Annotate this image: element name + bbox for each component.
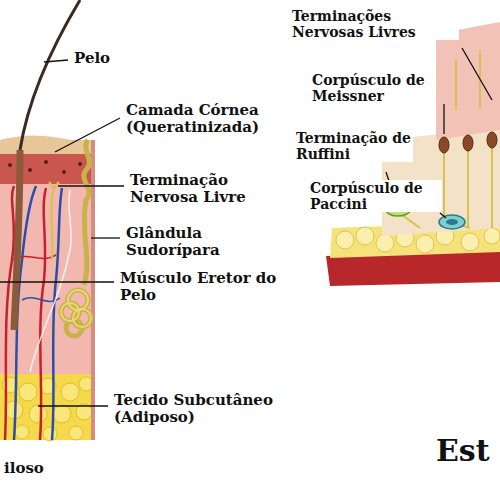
part-label: Pelo: [72, 50, 112, 67]
part-label: Terminação de Ruffini: [294, 130, 413, 162]
part-label: Camada Córnea (Queratinizada): [124, 102, 303, 137]
paccini-corpuscle: [439, 215, 465, 229]
part-label: iloso: [2, 460, 46, 477]
part-label: Corpúsculo de Paccini: [308, 180, 442, 212]
part-label: Terminações Nervosas Livres: [290, 8, 459, 40]
part-label: Terminação Nervosa Livre: [128, 172, 282, 207]
stratum-corneum: [0, 140, 95, 154]
part-label: Corpúsculo de Meissner: [310, 72, 434, 104]
part-label: Músculo Eretor do Pelo: [118, 270, 287, 305]
part-label: Glândula Sudorípara: [124, 225, 268, 260]
part-label: Tecido Subcutâneo (Adiposo): [112, 392, 316, 427]
title-fragment: Est: [436, 434, 490, 469]
epidermis-basal: [0, 154, 95, 184]
